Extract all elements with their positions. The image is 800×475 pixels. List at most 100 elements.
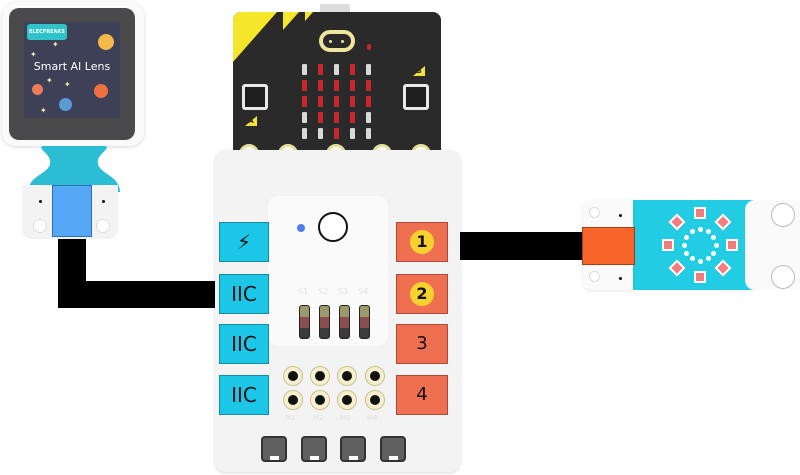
servo-header-s3[interactable] bbox=[339, 305, 350, 339]
led-matrix bbox=[233, 12, 441, 162]
led-4-1 bbox=[318, 128, 323, 139]
motor-port-m3-a[interactable] bbox=[337, 366, 357, 386]
planet-icon bbox=[94, 84, 108, 98]
led-4-0 bbox=[302, 128, 307, 139]
star-icon: ✦ bbox=[46, 76, 53, 85]
ring-dot bbox=[697, 258, 703, 264]
mount-hole bbox=[589, 207, 600, 218]
microbit-logo[interactable] bbox=[319, 30, 355, 52]
port-iic-2[interactable]: IIC bbox=[219, 324, 269, 364]
led-1-3 bbox=[350, 80, 355, 91]
servo-header-s2[interactable] bbox=[319, 305, 330, 339]
motor-label-m4: M4 bbox=[367, 414, 378, 422]
rgb-connector bbox=[582, 227, 635, 265]
mount-hole bbox=[589, 271, 600, 282]
port-iic-3[interactable]: IIC bbox=[219, 375, 269, 415]
led-4-4 bbox=[366, 128, 371, 139]
screw-dot bbox=[102, 200, 105, 203]
planet-icon bbox=[98, 34, 114, 50]
lightning-icon: ⚡ bbox=[236, 230, 252, 254]
led-1-4 bbox=[366, 80, 371, 91]
rgb-pixel bbox=[694, 271, 706, 283]
led-2-0 bbox=[302, 96, 307, 107]
motor-port-m3-b[interactable] bbox=[337, 390, 357, 410]
ring-dot bbox=[689, 228, 695, 234]
lens-cable-horizontal bbox=[58, 281, 218, 308]
led-1-2 bbox=[334, 80, 339, 91]
star-icon: ✦ bbox=[64, 80, 71, 89]
rgb-pixel bbox=[714, 259, 732, 277]
port-3[interactable]: 3 bbox=[396, 324, 448, 364]
motor-port-m2-b[interactable] bbox=[310, 390, 330, 410]
star-icon: ✦ bbox=[40, 106, 47, 115]
port-power[interactable]: ⚡ bbox=[219, 222, 269, 262]
microphone-icon bbox=[367, 44, 371, 50]
led-2-1 bbox=[318, 96, 323, 107]
ring-dot bbox=[683, 234, 689, 240]
button-b-label: B bbox=[413, 66, 425, 76]
motor-port-m4-b[interactable] bbox=[365, 390, 385, 410]
led-2-3 bbox=[350, 96, 355, 107]
servo-label-s1: S1 bbox=[298, 287, 309, 296]
motor-port-m2-a[interactable] bbox=[310, 366, 330, 386]
bottom-jack-2[interactable] bbox=[301, 436, 327, 462]
star-icon: ✦ bbox=[30, 50, 37, 59]
power-led bbox=[297, 224, 305, 232]
motor-label-m2: M2 bbox=[313, 414, 324, 422]
led-3-0 bbox=[302, 112, 307, 123]
motor-port-m1-a[interactable] bbox=[283, 366, 303, 386]
ring-dot bbox=[697, 226, 703, 232]
port-badge: 2 bbox=[410, 282, 434, 306]
port-label: 4 bbox=[416, 384, 428, 405]
button-b[interactable] bbox=[403, 84, 429, 110]
screw-dot bbox=[619, 214, 622, 217]
port-4[interactable]: 4 bbox=[396, 375, 448, 415]
motor-port-m1-b[interactable] bbox=[283, 390, 303, 410]
mount-hole bbox=[771, 203, 795, 227]
led-2-4 bbox=[366, 96, 371, 107]
bottom-jack-3[interactable] bbox=[340, 436, 366, 462]
bottom-jack-1[interactable] bbox=[261, 436, 287, 462]
motor-label-m1: M1 bbox=[285, 414, 296, 422]
rgb-pixel bbox=[694, 207, 706, 219]
ring-dot bbox=[711, 234, 717, 240]
button-a[interactable] bbox=[242, 84, 268, 110]
led-0-1 bbox=[318, 64, 323, 75]
lens-connector bbox=[52, 185, 92, 237]
rgb-pixel bbox=[668, 213, 686, 231]
usb-port bbox=[320, 4, 350, 14]
lens-screen: ELECFREAKS ✦ ✦ ✦ ✦ ✦ Smart AI Lens bbox=[24, 22, 120, 118]
port-1[interactable]: 1 bbox=[396, 222, 448, 262]
port-2[interactable]: 2 bbox=[396, 274, 448, 314]
servo-label-s3: S3 bbox=[338, 287, 349, 296]
microbit: A B bbox=[233, 12, 441, 162]
mount-hole bbox=[771, 265, 795, 289]
led-3-1 bbox=[318, 112, 323, 123]
led-3-3 bbox=[350, 112, 355, 123]
ring-dot bbox=[681, 242, 687, 248]
port-label: IIC bbox=[231, 332, 257, 356]
led-0-3 bbox=[350, 64, 355, 75]
servo-header-s1[interactable] bbox=[299, 305, 310, 339]
led-0-0 bbox=[302, 64, 307, 75]
rgb-pixel bbox=[662, 239, 674, 251]
mount-hole bbox=[33, 219, 47, 233]
bottom-jack-4[interactable] bbox=[380, 436, 406, 462]
board-button[interactable] bbox=[318, 212, 348, 242]
servo-header-s4[interactable] bbox=[359, 305, 370, 339]
screw-dot bbox=[619, 277, 622, 280]
port-label: IIC bbox=[231, 383, 257, 407]
ring-dot bbox=[689, 256, 695, 262]
rgb-pixel bbox=[726, 239, 738, 251]
rgb-pixel bbox=[668, 259, 686, 277]
mount-hole bbox=[96, 219, 110, 233]
port-iic-1[interactable]: IIC bbox=[219, 274, 269, 314]
led-4-3 bbox=[350, 128, 355, 139]
ring-dot bbox=[705, 228, 711, 234]
ring-dot bbox=[683, 250, 689, 256]
led-3-4 bbox=[366, 112, 371, 123]
lens-neck bbox=[28, 146, 120, 192]
star-icon: ✦ bbox=[52, 40, 59, 49]
motor-port-m4-a[interactable] bbox=[365, 366, 385, 386]
rgb-ring bbox=[655, 200, 745, 290]
